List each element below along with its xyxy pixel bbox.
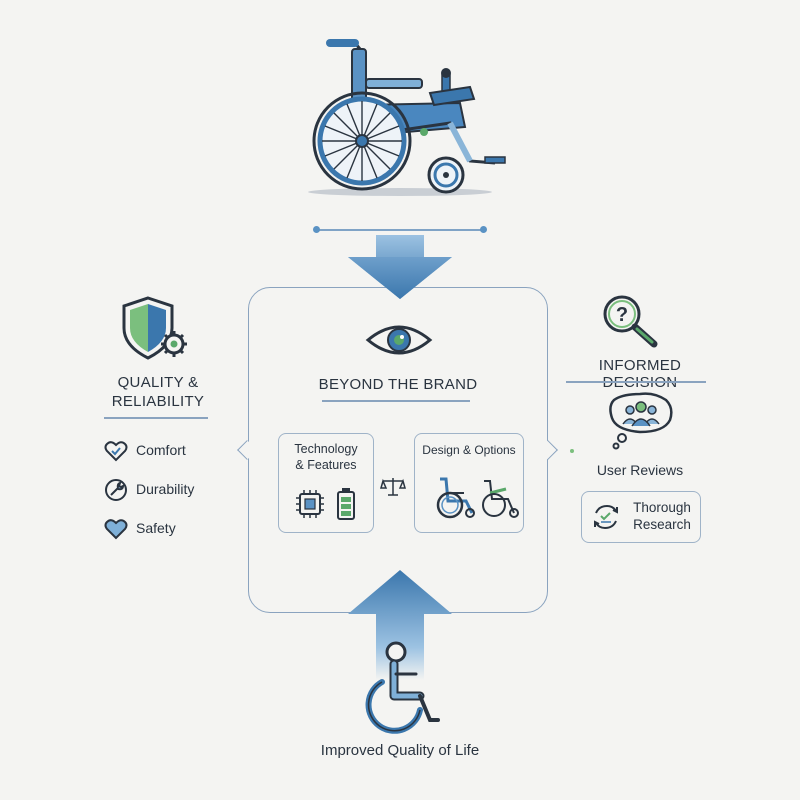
center-title: BEYOND THE BRAND [318, 376, 478, 393]
divider-dot-right [480, 226, 487, 233]
user-reviews-label: User Reviews [596, 462, 684, 478]
informed-title-rule [566, 381, 706, 383]
wrench-icon [105, 479, 127, 501]
chip-icon [296, 490, 324, 518]
eye-icon [365, 325, 433, 355]
wheelchair-models-icon [436, 477, 519, 519]
design-options-label: Design & Options [422, 443, 516, 457]
quality-title-rule [104, 417, 208, 419]
notch-dot [570, 449, 574, 453]
heart-check-icon [104, 441, 128, 462]
svg-text:?: ? [616, 304, 628, 326]
technology-label: Technology [294, 442, 358, 456]
down-arrow-tip [348, 257, 452, 299]
research-label: Research [633, 517, 691, 532]
user-reviews-icon [609, 392, 673, 450]
features-label: & Features [295, 458, 357, 472]
comfort-label: Comfort [136, 442, 186, 458]
top-divider [316, 229, 484, 231]
research-cycle-icon [594, 504, 618, 530]
quality-title-line1: QUALITY & [117, 374, 199, 391]
thorough-label: Thorough [633, 500, 691, 515]
shield-gear-icon [122, 296, 187, 360]
improved-quality-label: Improved Quality of Life [320, 742, 480, 759]
person-wheelchair-icon [365, 641, 440, 734]
battery-icon [337, 488, 355, 520]
balance-scale-icon [380, 478, 406, 496]
up-arrow [348, 570, 452, 680]
informed-decision-title: INFORMED DECISION [598, 357, 682, 391]
magnifier-question-icon: ? [603, 295, 658, 348]
durability-label: Durability [136, 481, 195, 497]
technology-features-card [278, 433, 374, 533]
center-title-rule [322, 400, 470, 402]
quality-title-line2: RELIABILITY [111, 393, 205, 410]
heart-icon [104, 519, 128, 540]
divider-dot-left [313, 226, 320, 233]
power-wheelchair-icon [308, 39, 506, 196]
safety-label: Safety [136, 520, 176, 536]
